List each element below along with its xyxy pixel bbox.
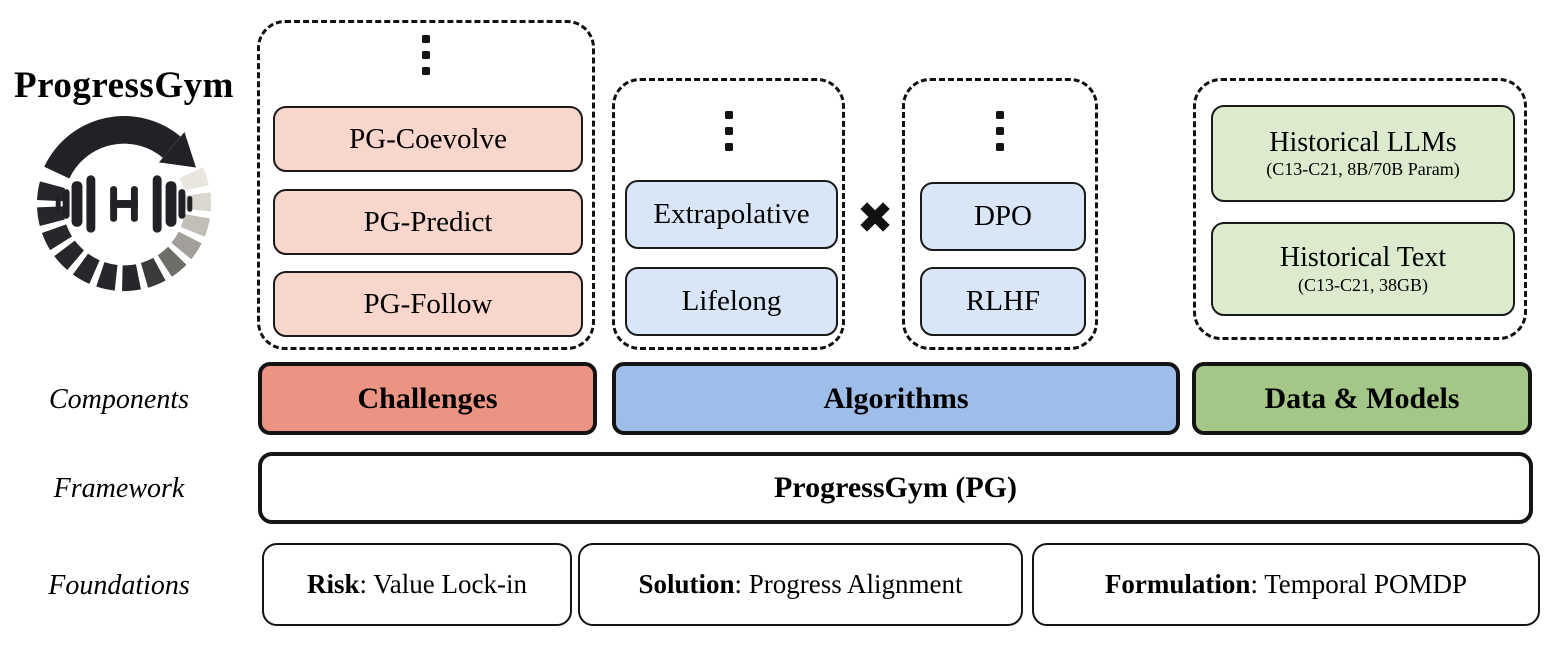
- brand-title: ProgressGym: [14, 65, 234, 106]
- progressgym-logo-icon: [37, 116, 212, 292]
- framework-bar: ProgressGym (PG): [258, 452, 1533, 524]
- vertical-ellipsis-icon: [422, 35, 430, 75]
- foundation-desc: Value Lock-in: [373, 569, 527, 599]
- foundation-term: Risk: [307, 569, 360, 599]
- dumbbell-icon: [55, 175, 193, 233]
- foundation-separator: :: [1250, 569, 1265, 599]
- algorithm-item: DPO: [920, 182, 1086, 251]
- base-algorithms-group: DPO RLHF: [902, 78, 1098, 350]
- foundation-risk: Risk: Value Lock-in: [262, 543, 572, 626]
- progress-ring-segments: [37, 167, 212, 292]
- components-bar-data-models: Data & Models: [1192, 362, 1532, 435]
- vertical-ellipsis-icon: [996, 111, 1004, 151]
- foundation-desc: Temporal POMDP: [1264, 569, 1468, 599]
- challenge-item: PG-Predict: [273, 189, 583, 255]
- data-model-card: Historical Text (C13-C21, 38GB): [1211, 222, 1515, 316]
- card-title: Historical LLMs: [1269, 126, 1457, 158]
- challenge-item: PG-Coevolve: [273, 106, 583, 172]
- cross-product-icon: ✖: [856, 192, 894, 244]
- foundation-separator: :: [359, 569, 374, 599]
- data-models-group: Historical LLMs (C13-C21, 8B/70B Param) …: [1193, 78, 1527, 340]
- approach-item: Lifelong: [625, 267, 838, 336]
- card-subtitle: (C13-C21, 8B/70B Param): [1266, 159, 1460, 180]
- foundation-formulation: Formulation: Temporal POMDP: [1032, 543, 1540, 626]
- vertical-ellipsis-icon: [724, 111, 733, 151]
- foundation-solution: Solution: Progress Alignment: [578, 543, 1023, 626]
- card-title: Historical Text: [1279, 242, 1447, 274]
- approach-item: Extrapolative: [625, 180, 838, 249]
- components-bar-challenges: Challenges: [258, 362, 597, 435]
- circular-arrow-icon: [44, 116, 196, 179]
- challenges-group: PG-Coevolve PG-Predict PG-Follow: [257, 20, 595, 350]
- foundation-term: Formulation: [1104, 569, 1251, 599]
- row-label-foundations: Foundations: [48, 570, 190, 601]
- components-bar-algorithms: Algorithms: [612, 362, 1180, 435]
- foundation-desc: Progress Alignment: [748, 569, 963, 599]
- row-label-components: Components: [49, 384, 189, 415]
- challenge-item: PG-Follow: [273, 271, 583, 337]
- foundation-separator: :: [734, 569, 749, 599]
- data-model-card: Historical LLMs (C13-C21, 8B/70B Param): [1211, 105, 1515, 202]
- card-subtitle: (C13-C21, 38GB): [1298, 274, 1428, 295]
- foundation-term: Solution: [638, 569, 735, 599]
- algorithm-approaches-group: Extrapolative Lifelong: [612, 78, 845, 350]
- row-label-framework: Framework: [53, 473, 185, 504]
- algorithm-item: RLHF: [920, 267, 1086, 336]
